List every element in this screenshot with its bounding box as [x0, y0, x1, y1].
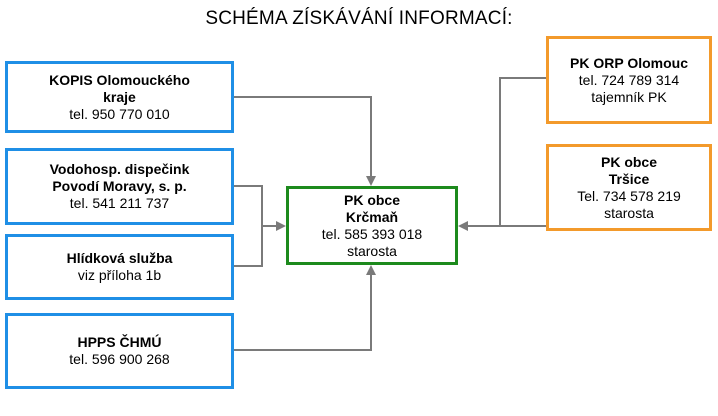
connector-orp: [499, 77, 546, 226]
node-vodohosp-phone: tel. 541 211 737: [69, 195, 170, 211]
connector-hlidkova: [232, 226, 263, 267]
node-trsice-role: starosta: [604, 204, 654, 221]
node-center-name-line1: PK obce: [343, 191, 400, 208]
node-vodohosp: Vodohosp. dispečink Povodí Moravy, s. p.…: [5, 148, 234, 225]
node-trsice: PK obce Tršice Tel. 734 578 219 starosta: [546, 144, 712, 231]
connector-kopis: [232, 96, 376, 186]
node-kopis: KOPIS Olomouckého kraje tel. 950 770 010: [5, 61, 234, 133]
node-center: PK obce Krčmaň tel. 585 393 018 starosta: [286, 186, 458, 265]
node-kopis-name-line2: kraje: [103, 88, 136, 105]
node-trsice-name-line2: Tršice: [608, 170, 650, 187]
node-orp: PK ORP Olomouc tel. 724 789 314 tajemník…: [546, 36, 712, 124]
node-orp-name: PK ORP Olomouc: [570, 54, 688, 71]
node-trsice-phone: Tel. 734 578 219: [577, 187, 681, 204]
node-hlidkova-name: Hlídková služba: [66, 250, 173, 266]
node-hpps: HPPS ČHMÚ tel. 596 900 268: [5, 313, 234, 389]
node-orp-role: tajemník PK: [591, 88, 667, 105]
node-hpps-phone: tel. 596 900 268: [69, 351, 170, 367]
node-hpps-name: HPPS ČHMÚ: [77, 334, 162, 350]
node-hlidkova: Hlídková služba viz příloha 1b: [5, 234, 234, 300]
node-center-phone: tel. 585 393 018: [321, 225, 423, 242]
diagram-title: SCHÉMA ZÍSKÁVÁNÍ INFORMACÍ:: [205, 8, 513, 29]
connector-vodohosp: [232, 185, 263, 226]
node-kopis-name-line1: KOPIS Olomouckého: [49, 71, 190, 88]
node-hlidkova-note: viz příloha 1b: [77, 267, 162, 283]
node-center-role: starosta: [347, 242, 397, 259]
node-trsice-name-line1: PK obce: [600, 153, 657, 170]
node-center-name-line2: Krčmaň: [345, 208, 399, 225]
node-orp-phone: tel. 724 789 314: [578, 71, 680, 88]
connector-hpps: [232, 265, 376, 351]
node-vodohosp-name-line1: Vodohosp. dispečink: [49, 161, 190, 177]
node-kopis-phone: tel. 950 770 010: [69, 105, 170, 122]
node-vodohosp-name-line2: Povodí Moravy, s. p.: [52, 178, 187, 194]
